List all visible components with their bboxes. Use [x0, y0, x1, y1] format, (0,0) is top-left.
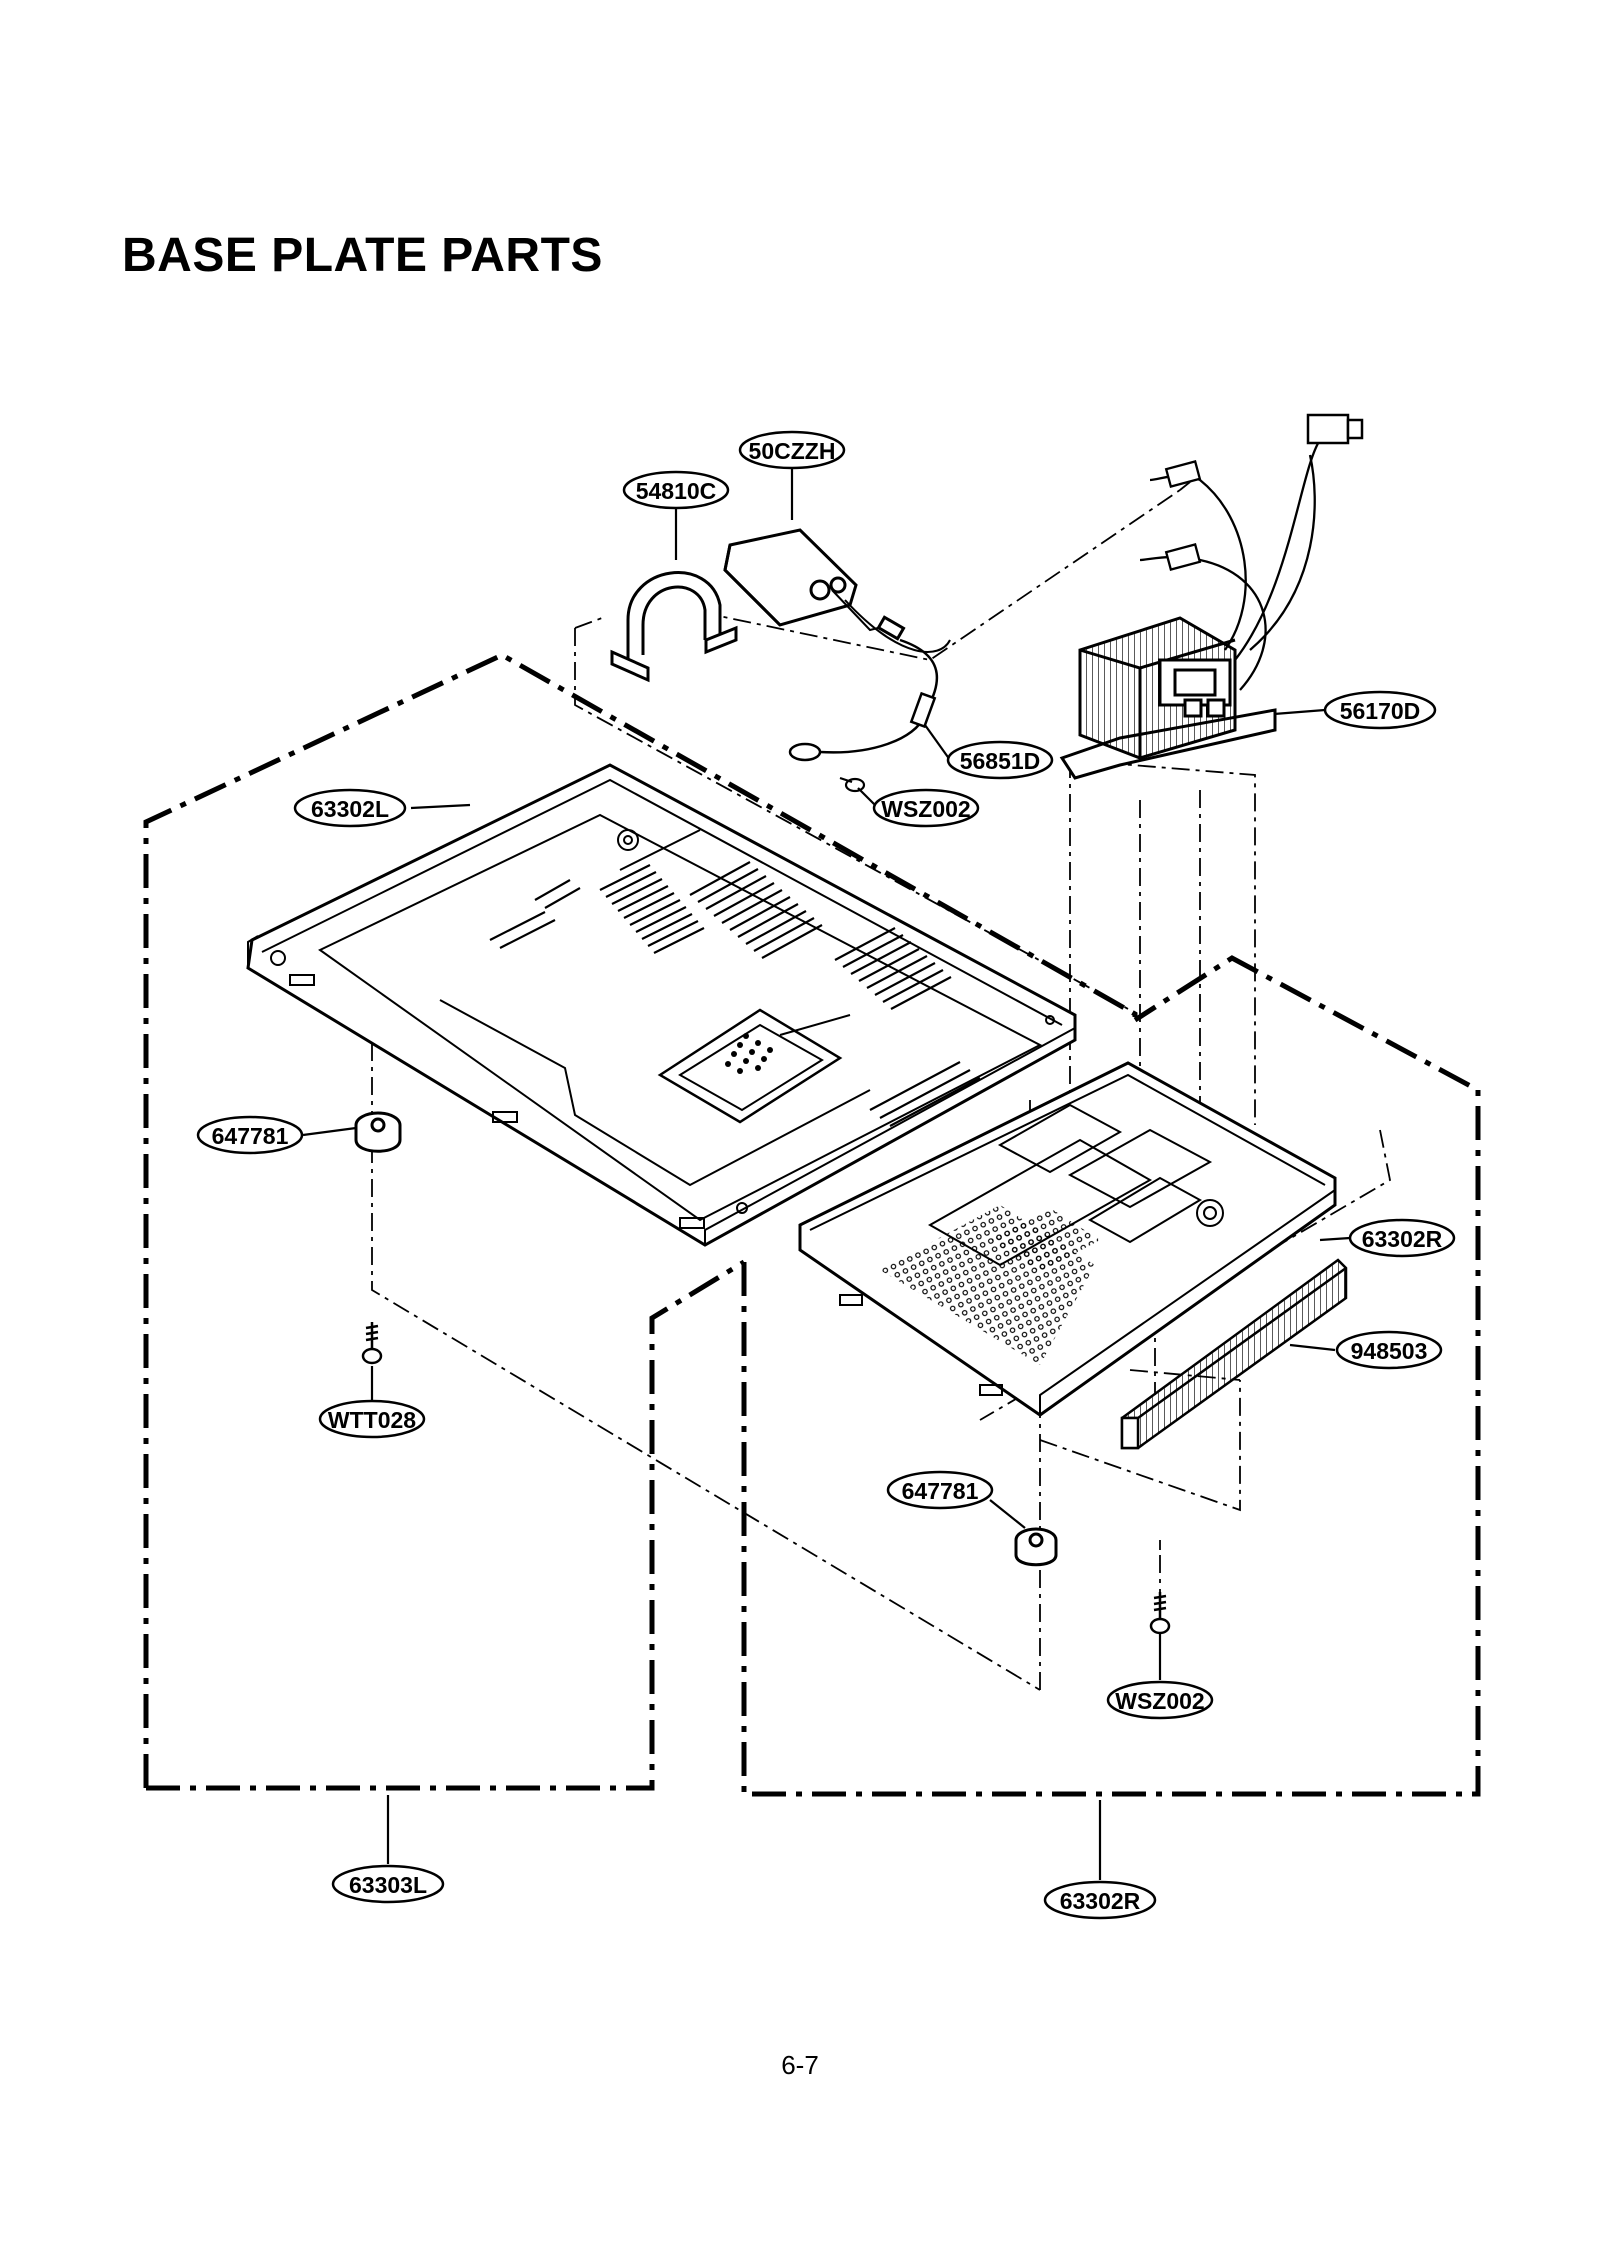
callout-63302l: 63302L	[293, 788, 407, 828]
callout-wsz002-top: WSZ002	[872, 788, 980, 828]
left-plate-center-holes	[725, 1033, 773, 1074]
svg-text:WSZ002: WSZ002	[1115, 1688, 1204, 1714]
screw-wtt028	[361, 1322, 383, 1365]
callout-63303l: 63303L	[331, 1864, 445, 1904]
svg-text:54810C: 54810C	[636, 478, 717, 504]
svg-text:WTT028: WTT028	[328, 1407, 416, 1433]
callout-948503: 948503	[1335, 1330, 1443, 1370]
callout-56170d: 56170D	[1323, 690, 1437, 730]
foot-left	[354, 1111, 402, 1153]
capacitor-clamp	[610, 571, 738, 683]
svg-text:647781: 647781	[212, 1123, 289, 1149]
svg-text:647781: 647781	[902, 1478, 979, 1504]
capacitor	[723, 528, 951, 653]
left-plate-vent-slots	[489, 861, 981, 1127]
right-plate-perforation-2	[990, 1208, 1100, 1272]
assembly-boundary-right	[741, 955, 1481, 1797]
transformer	[1059, 616, 1277, 780]
transformer-wires	[1139, 413, 1364, 691]
callout-54810c: 54810C	[622, 470, 730, 510]
left-base-plate	[246, 763, 1077, 1247]
callout-50czzh: 50CZZH	[738, 430, 846, 470]
page-number: 6-7	[781, 2050, 819, 2080]
page-title: BASE PLATE PARTS	[122, 229, 603, 282]
callout-63302r-bottom: 63302R	[1043, 1880, 1157, 1920]
leader-lines	[302, 468, 1351, 1880]
svg-text:56170D: 56170D	[1340, 698, 1421, 724]
gasket-strip	[1120, 1258, 1348, 1450]
callout-wsz002-bottom: WSZ002	[1106, 1680, 1214, 1720]
callout-647781-left: 647781	[196, 1115, 304, 1155]
callout-56851d: 56851D	[946, 740, 1054, 780]
callout-647781-right: 647781	[886, 1470, 994, 1510]
svg-text:63302R: 63302R	[1362, 1226, 1443, 1252]
svg-text:50CZZH: 50CZZH	[749, 438, 836, 464]
callout-63302r-mid: 63302R	[1348, 1218, 1456, 1258]
assembly-boundary-left	[143, 652, 1138, 1791]
svg-text:948503: 948503	[1351, 1338, 1428, 1364]
callout-wtt028: WTT028	[318, 1399, 426, 1439]
svg-text:63303L: 63303L	[349, 1872, 427, 1898]
foot-right	[1014, 1527, 1058, 1567]
svg-text:63302R: 63302R	[1060, 1888, 1141, 1914]
capacitor-wire	[788, 638, 939, 762]
screw-wsz002-bottom	[1149, 1592, 1171, 1635]
svg-text:WSZ002: WSZ002	[881, 796, 970, 822]
svg-text:63302L: 63302L	[311, 796, 389, 822]
svg-text:56851D: 56851D	[960, 748, 1041, 774]
